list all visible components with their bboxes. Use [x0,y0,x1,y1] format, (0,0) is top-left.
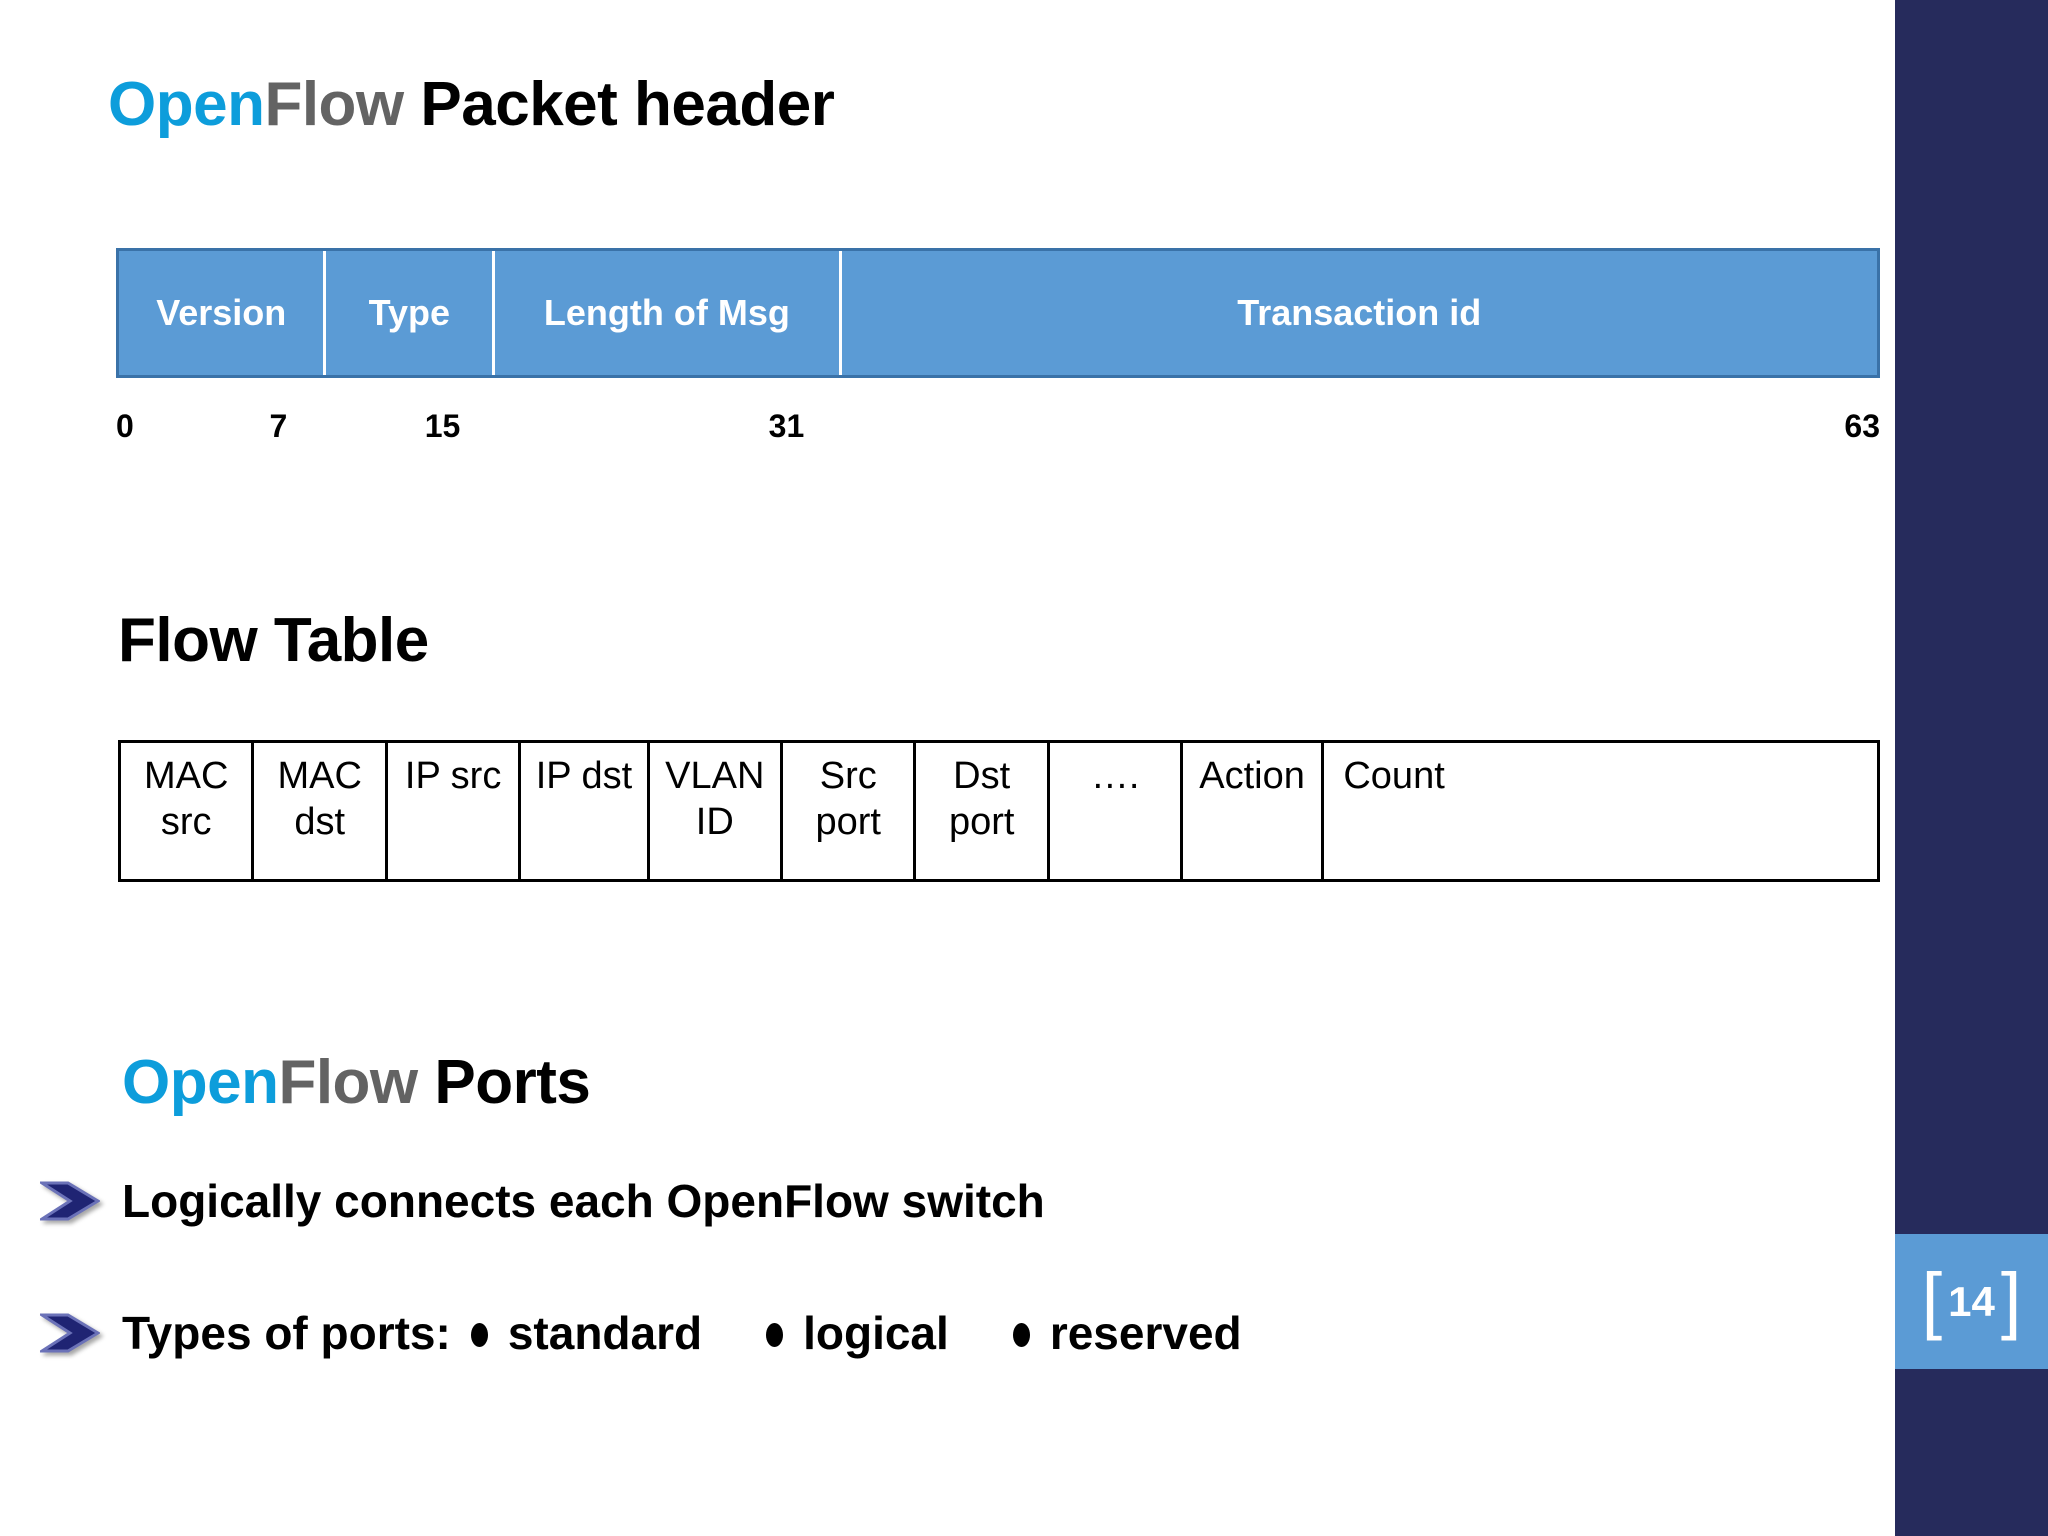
port-type-standard: standard [507,1307,703,1359]
bit-label-63: 63 [1844,408,1880,444]
flow-table-column: Count [1324,743,1464,879]
bit-offset-scale: 0 7 15 31 63 [116,410,1880,450]
flow-column-label: …. [1090,755,1140,797]
bullet-item-1: Logically connects each OpenFlow switch [40,1178,1045,1224]
section-title-rest: Ports [417,1048,591,1117]
flow-column-label-line2: port [815,801,881,844]
port-type-dot-icon [1012,1323,1030,1347]
flow-table-column: IP src [388,743,522,879]
brand-open: Open [122,1048,279,1117]
page-title: OpenFlow Packet header [108,74,835,136]
packet-field-length-of-msg: Length of Msg [495,251,842,375]
flow-column-label: MAC [277,755,362,797]
flow-column-label-line2: ID [695,801,734,844]
flow-column-label: Action [1199,755,1305,797]
bit-label-7: 7 [269,408,288,444]
page-number-badge: [ 14 ] [1895,1234,2048,1369]
flow-column-label: Count [1343,755,1445,797]
brand-open: Open [108,70,265,139]
slide-canvas: OpenFlow Packet header Version Type Leng… [40,74,1880,1356]
packet-header-table: Version Type Length of Msg Transaction i… [116,248,1880,378]
chevron-arrow-icon [40,1181,100,1221]
flow-column-label: MAC [144,755,229,797]
page-number: 14 [1948,1277,1995,1325]
flow-column-label-line2: dst [294,801,346,844]
bracket-left: [ [1921,1257,1943,1341]
flow-table-column: IP dst [521,743,650,879]
port-type-dot-icon [470,1323,488,1347]
brand-flow: Flow [278,1048,418,1117]
packet-field-type: Type [326,251,496,375]
bullet-text-1: Logically connects each OpenFlow switch [122,1175,1045,1227]
flow-column-label: Dst [953,755,1011,797]
flow-column-label: IP src [404,755,502,797]
bullet-text-2: Types of ports: standard logical reserved [122,1310,1242,1356]
bit-label-0: 0 [116,408,134,444]
port-type-logical: logical [803,1307,949,1359]
section-title-flow-table: Flow Table [118,606,429,675]
flow-column-label-line2: port [948,801,1015,844]
bit-label-31: 31 [768,408,805,444]
port-type-dot-icon [766,1323,784,1347]
section-title-openflow-ports: OpenFlow Ports [122,1052,591,1114]
port-types-prefix: Types of ports: [122,1307,451,1359]
flow-column-label: IP dst [535,755,633,797]
bracket-right: ] [2000,1257,2022,1341]
flow-table-column: Action [1183,743,1324,879]
brand-flow: Flow [264,70,404,139]
packet-field-transaction-id: Transaction id [1237,292,1482,333]
flow-column-label: Src [819,755,877,797]
page-title-rest: Packet header [403,70,835,139]
chevron-arrow-icon [40,1313,100,1353]
flow-table-column: …. [1050,743,1184,879]
bit-label-15: 15 [424,408,461,444]
port-type-reserved: reserved [1049,1307,1242,1359]
bullet-item-2: Types of ports: standard logical reserved [40,1310,1242,1356]
flow-column-label-line2: src [160,801,212,844]
packet-field-version: Version [119,251,327,375]
flow-column-label: VLAN [665,755,765,797]
